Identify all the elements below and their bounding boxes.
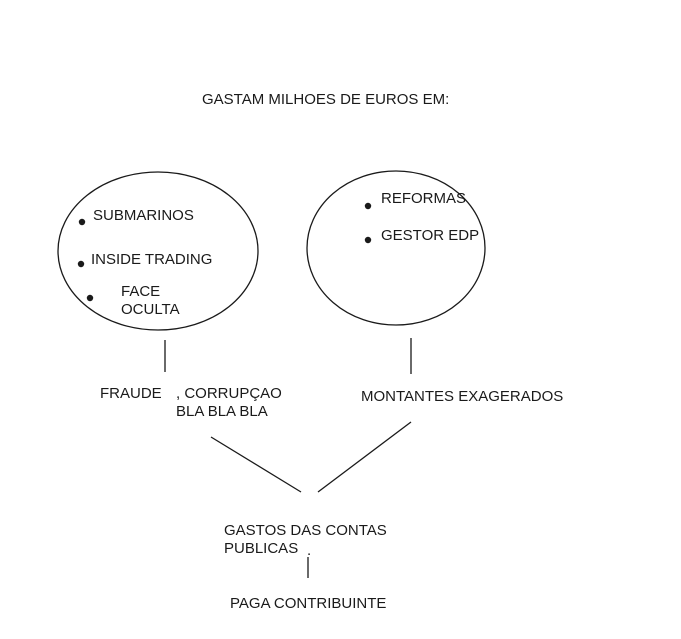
right-group-ellipse <box>306 170 486 326</box>
right-outcome-label: MONTANTES EXAGERADOS <box>361 388 564 405</box>
bullet-face-oculta <box>86 294 94 302</box>
bullet-inside-trading <box>77 260 85 268</box>
left-item-face: FACE <box>121 283 161 300</box>
left-outcome-bla: BLA BLA BLA <box>176 403 268 420</box>
merge-label-line1: GASTOS DAS CONTAS <box>224 522 387 539</box>
left-item-submarinos: SUBMARINOS <box>93 207 194 224</box>
merge-label-line2: PUBLICAS <box>224 540 299 557</box>
diagram-title: GASTAM MILHOES DE EUROS EM: <box>202 91 450 108</box>
right-item-reformas: REFORMAS <box>381 190 467 207</box>
left-outcome-corrupcao: , CORRUPÇAO <box>176 385 282 402</box>
left-group-ellipse <box>57 171 259 331</box>
final-label: PAGA CONTRIBUINTE <box>230 595 387 612</box>
left-item-inside-trading: INSIDE TRADING <box>91 251 213 268</box>
merge-label-trailing-dot: . <box>307 542 312 559</box>
bullet-submarinos <box>78 218 86 226</box>
connector-right-merge <box>317 421 412 493</box>
bullet-reformas <box>364 202 372 210</box>
left-item-oculta: OCULTA <box>121 301 180 318</box>
connector-left-merge <box>210 436 302 493</box>
left-outcome-fraude: FRAUDE <box>100 385 162 402</box>
right-item-gestor-edp: GESTOR EDP <box>381 227 480 244</box>
bullet-gestor-edp <box>364 236 372 244</box>
